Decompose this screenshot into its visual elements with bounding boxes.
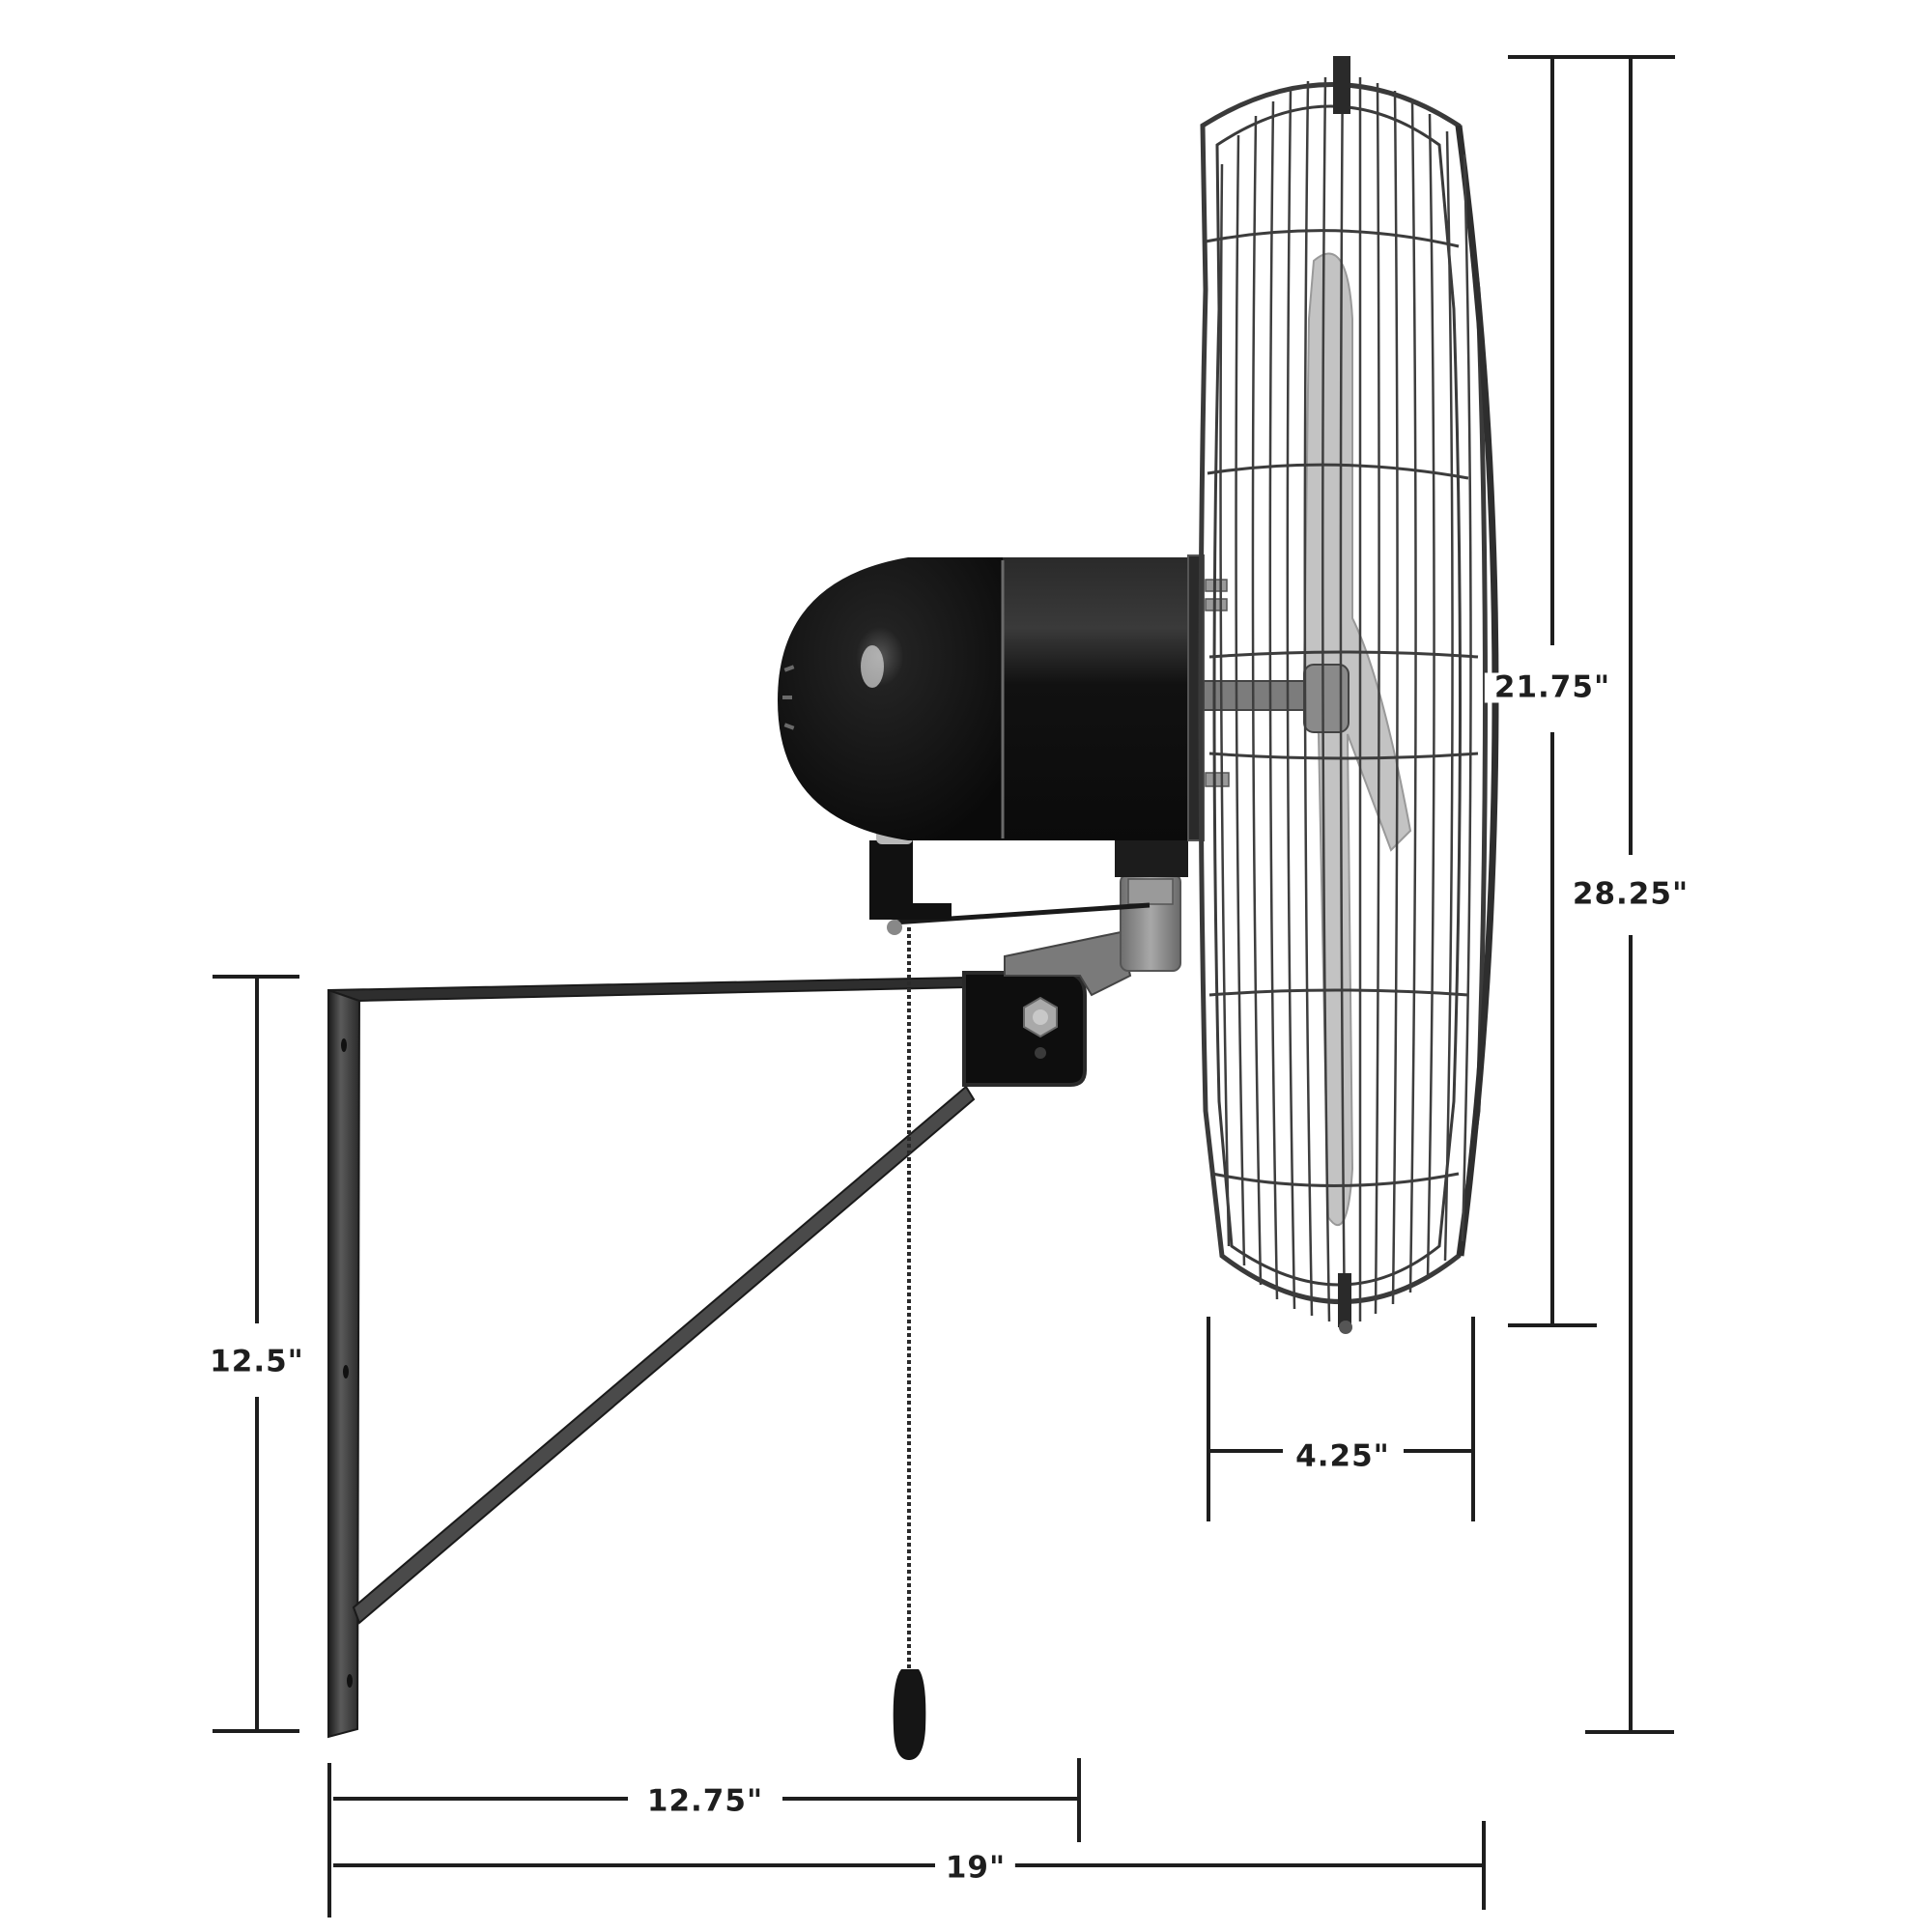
pull-chain[interactable] — [893, 927, 926, 1760]
dim-bracket-depth — [327, 1758, 1081, 1918]
dim-cage-depth — [1207, 1317, 1475, 1521]
pull-knob[interactable] — [893, 1669, 926, 1760]
dimension-lines — [213, 55, 1675, 1918]
label-overall-height: 28.25" — [1562, 879, 1699, 910]
label-overall-depth: 19" — [935, 1853, 1016, 1884]
mount-hole-icon — [343, 1365, 349, 1378]
label-cage-depth: 4.25" — [1286, 1441, 1400, 1472]
label-bracket-depth: 12.75" — [637, 1786, 774, 1817]
mount-hole-icon — [341, 1038, 347, 1052]
fan-blade — [1302, 252, 1412, 1227]
motor-housing — [778, 554, 1311, 841]
dim-bracket-height — [213, 975, 299, 1733]
mount-hole-icon — [347, 1674, 353, 1688]
mounting-plate — [962, 971, 1087, 1087]
dim-overall-height — [1508, 55, 1675, 1734]
label-cage-height: 21.75" — [1484, 672, 1621, 703]
bolt-icon — [1023, 996, 1058, 1059]
dim-overall-depth — [333, 1821, 1486, 1910]
vent-icon — [782, 665, 795, 730]
label-bracket-height: 12.5" — [200, 1347, 314, 1378]
pivot-mount — [1004, 840, 1188, 997]
wall-bracket — [327, 971, 1087, 1739]
